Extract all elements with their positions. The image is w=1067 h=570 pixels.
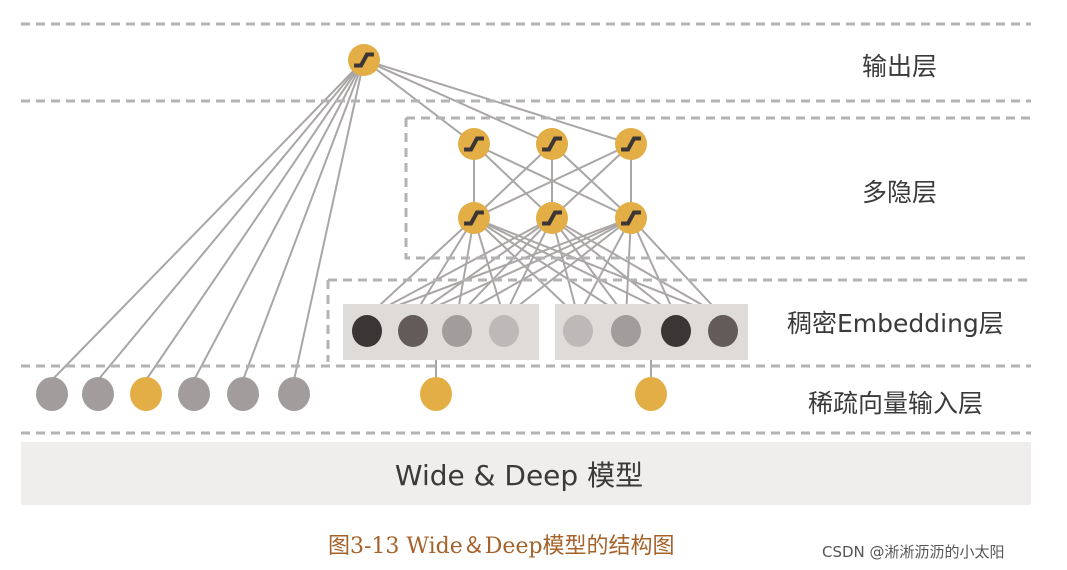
wide-input-neuron [82, 377, 114, 411]
hidden-neuron [458, 128, 490, 160]
connection-line [97, 59, 365, 381]
embedding-neuron [352, 315, 382, 347]
connection-line [145, 59, 365, 381]
wide-input-neuron [36, 377, 68, 411]
connection-line [473, 217, 724, 318]
hidden-neuron [536, 202, 568, 234]
csdn-watermark: CSDN @淅淅沥沥的小太阳 [822, 543, 1005, 561]
input-layer-label: 稀疏向量输入层 [808, 389, 983, 418]
connection-line [412, 217, 632, 318]
embedding-layer-label: 稠密Embedding层 [787, 309, 1004, 338]
connection-line [473, 217, 579, 318]
output-neuron [348, 44, 380, 76]
model-banner-label: Wide & Deep 模型 [395, 459, 643, 492]
hidden-layer-label: 多隐层 [862, 178, 937, 207]
embedding-neuron [489, 315, 519, 347]
connection-line [242, 59, 365, 381]
connection-line [625, 217, 632, 318]
embedding-region-border [326, 278, 1031, 362]
embedding-neuron [708, 315, 738, 347]
connection-line [456, 217, 632, 318]
connection-line [630, 217, 677, 318]
wide-input-neuron [130, 377, 162, 411]
neurons [36, 44, 738, 411]
connection-line [366, 217, 553, 318]
connection-line [630, 217, 724, 318]
connection-line [293, 59, 365, 381]
activation-icon [542, 210, 562, 226]
wide-input-neuron [227, 377, 259, 411]
sparse-input-neuron [635, 377, 667, 411]
embedding-neuron [611, 315, 641, 347]
connection-line [577, 217, 632, 318]
connection-line [366, 217, 632, 318]
output-layer-label: 输出层 [862, 52, 937, 81]
connection-line [551, 217, 627, 318]
connection-line [551, 143, 632, 219]
connection-line [503, 217, 632, 318]
connection-line [412, 217, 475, 318]
embedding-neuron [442, 315, 472, 347]
connection-line [551, 217, 724, 318]
hidden-neuron [615, 202, 647, 234]
connection-line [412, 217, 553, 318]
hidden-neuron [536, 128, 568, 160]
activation-icon [464, 136, 484, 152]
embedding-neuron [661, 315, 691, 347]
connection-line [551, 217, 677, 318]
hidden-neuron [615, 128, 647, 160]
connection-line [473, 143, 632, 219]
layer-regions [21, 22, 1031, 505]
connection-line [456, 217, 553, 318]
activation-icon [354, 52, 374, 68]
embedding-neuron [563, 315, 593, 347]
hidden-neuron [458, 202, 490, 234]
activation-icon [621, 136, 641, 152]
activation-icon [464, 210, 484, 226]
connection-line [366, 217, 475, 318]
wide-input-neuron [278, 377, 310, 411]
connection-line [473, 143, 553, 219]
wide-input-neuron [178, 377, 210, 411]
connection-line [51, 59, 365, 381]
sparse-input-neuron [420, 377, 452, 411]
labels: 输出层 多隐层 稠密Embedding层 稀疏向量输入层 Wide & Deep… [395, 52, 1004, 492]
embedding-neuron [398, 315, 428, 347]
connection-line [456, 217, 475, 318]
connection-line [363, 59, 632, 145]
connection-line [551, 217, 579, 318]
connection-line [473, 217, 505, 318]
hidden-region-border [404, 116, 1031, 260]
model-banner [21, 442, 1031, 505]
connection-line [503, 217, 553, 318]
connection-line [473, 217, 677, 318]
activation-icon [542, 136, 562, 152]
activation-icon [621, 210, 641, 226]
connection-line [193, 59, 365, 381]
connection-line [473, 217, 627, 318]
figure-caption: 图3-13 Wide＆Deep模型的结构图 [328, 534, 675, 559]
